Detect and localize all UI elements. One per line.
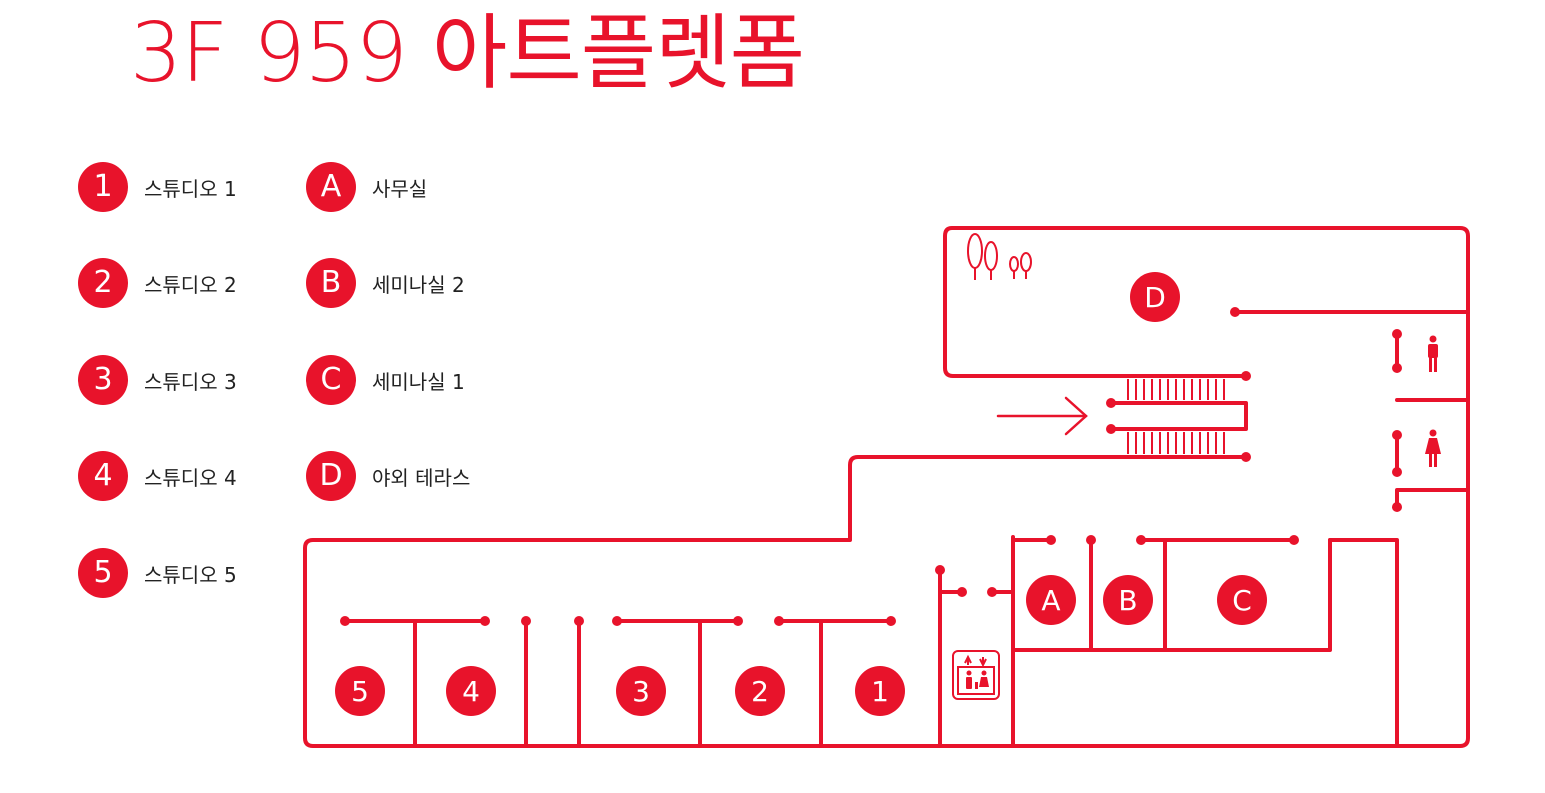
legend-item-c: C 세미나실 1: [306, 355, 465, 405]
legend-label-2: 스튜디오 2: [144, 272, 237, 297]
corridor-upper-wall: [303, 455, 1399, 748]
svg-text:4: 4: [462, 675, 480, 708]
page-title: 3F 959 아트플렛폼: [130, 4, 805, 104]
room-badge-3: 3: [616, 666, 666, 716]
svg-text:2: 2: [751, 675, 769, 708]
room-badge-b: B: [1103, 575, 1153, 625]
legend-label-b: 세미나실 2: [372, 272, 465, 297]
female-restroom-icon: [1425, 429, 1441, 467]
escalator-icon: [1127, 379, 1225, 454]
legend-badge-3: 3: [78, 355, 128, 405]
room-badge-c: C: [1217, 575, 1267, 625]
room-badge-2: 2: [735, 666, 785, 716]
door-markers: [340, 307, 1402, 626]
tree-icon: [967, 233, 1032, 280]
svg-text:C: C: [1232, 584, 1252, 617]
seminar-walls: [1011, 538, 1332, 748]
legend-label-4: 스튜디오 4: [144, 465, 237, 490]
svg-text:1: 1: [871, 675, 889, 708]
studio-walls: [343, 619, 893, 748]
legend-badge-b: B: [306, 258, 356, 308]
svg-text:A: A: [1041, 584, 1060, 617]
svg-text:D: D: [1144, 281, 1166, 314]
legend-item-b: B 세미나실 2: [306, 258, 465, 308]
legend-label-3: 스튜디오 3: [144, 369, 237, 394]
terrace-outline: [943, 226, 1470, 748]
legend-item-4: 4 스튜디오 4: [78, 451, 237, 501]
venue-name: 959 아트플렛폼: [253, 6, 805, 101]
floor-label: 3F: [130, 6, 228, 101]
legend-badge-5: 5: [78, 548, 128, 598]
legend-item-d: D 야외 테라스: [306, 451, 470, 501]
legend-label-a: 사무실: [372, 176, 428, 201]
lobby-walls: [938, 568, 1015, 748]
male-restroom-icon: [1428, 335, 1438, 372]
svg-text:3: 3: [632, 675, 650, 708]
legend-badge-a: A: [306, 162, 356, 212]
legend-badge-c: C: [306, 355, 356, 405]
room-badge-5: 5: [335, 666, 385, 716]
elevator-icon: [952, 650, 1000, 700]
legend-item-5: 5 스튜디오 5: [78, 548, 237, 598]
legend-badge-2: 2: [78, 258, 128, 308]
restroom-walls: [1395, 332, 1470, 509]
svg-text:B: B: [1118, 584, 1137, 617]
room-badge-1: 1: [855, 666, 905, 716]
legend-label-c: 세미나실 1: [372, 369, 465, 394]
escalator-housing: [1109, 401, 1248, 431]
legend-label-1: 스튜디오 1: [144, 176, 237, 201]
legend-badge-1: 1: [78, 162, 128, 212]
legend-item-3: 3 스튜디오 3: [78, 355, 237, 405]
arrow-right-icon: [996, 396, 1088, 436]
legend-label-5: 스튜디오 5: [144, 562, 237, 587]
room-badge-4: 4: [446, 666, 496, 716]
legend-badge-4: 4: [78, 451, 128, 501]
legend-label-d: 야외 테라스: [372, 465, 471, 490]
legend-item-1: 1 스튜디오 1: [78, 162, 237, 212]
svg-text:5: 5: [351, 675, 369, 708]
room-badge-d: D: [1130, 272, 1180, 322]
legend-item-a: A 사무실: [306, 162, 427, 212]
room-badge-a: A: [1026, 575, 1076, 625]
legend-item-2: 2 스튜디오 2: [78, 258, 237, 308]
legend-badge-d: D: [306, 451, 356, 501]
